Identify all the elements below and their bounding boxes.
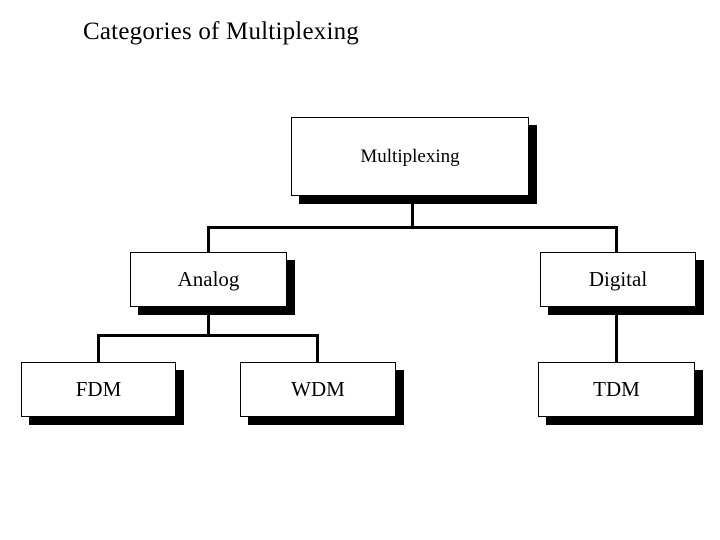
connector-to-wdm [316, 334, 319, 364]
node-analog-label: Analog [177, 267, 240, 291]
connector-analog-stem [207, 307, 210, 337]
node-digital-label: Digital [588, 267, 648, 291]
node-wdm-label: WDM [291, 377, 345, 401]
node-tdm-label: TDM [593, 377, 640, 401]
node-wdm[interactable]: WDM [240, 362, 396, 417]
connector-to-analog [207, 226, 210, 254]
connector-level3-bus [97, 334, 319, 337]
page-title: Categories of Multiplexing [83, 18, 359, 45]
connector-to-digital [615, 226, 618, 254]
connector-to-fdm [97, 334, 100, 364]
node-fdm-label: FDM [75, 377, 122, 401]
node-tdm[interactable]: TDM [538, 362, 695, 417]
connector-root-stem [411, 196, 414, 229]
node-digital[interactable]: Digital [540, 252, 696, 307]
node-fdm[interactable]: FDM [21, 362, 176, 417]
connector-to-tdm [615, 307, 618, 364]
node-analog[interactable]: Analog [130, 252, 287, 307]
connector-level2-bus [207, 226, 618, 229]
node-multiplexing-label: Multiplexing [360, 145, 460, 167]
node-multiplexing[interactable]: Multiplexing [291, 117, 529, 196]
